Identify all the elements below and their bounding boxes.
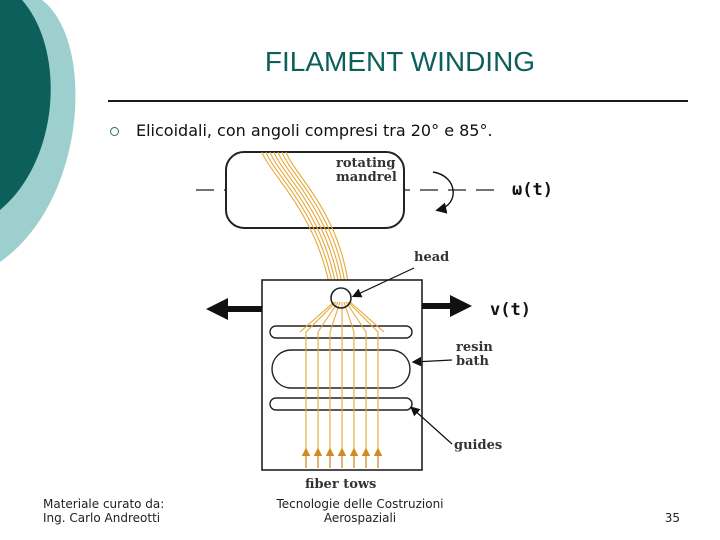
winding-head [330,287,352,309]
filament-winding-diagram [196,151,500,471]
footer-course-line1: Tecnologie delle Costruzioni [276,497,444,511]
footer-course-line2: Aerospaziali [323,511,397,525]
bullet-icon [110,127,119,136]
footer-author-line1: Materiale curato da: [43,497,165,511]
fiber-tows [299,301,385,468]
lower-guide [269,397,413,411]
label-omega: ω(t) [512,180,553,200]
label-velocity: v(t) [490,300,531,320]
left-arrow-icon [206,298,262,320]
resin-leader [411,356,453,367]
label-bath: bath [456,354,489,369]
bullet-text: Elicoidali, con angoli compresi tra 20° … [136,121,493,140]
guides-leader [410,406,453,445]
label-guides: guides [454,438,503,453]
resin-bath [271,349,411,389]
right-arrow-icon [422,295,472,317]
fiber-band [261,151,351,301]
tow-arrows [301,447,383,468]
label-head: head [414,250,450,265]
page-number: 35 [664,511,680,525]
label-fiber-tows: fiber tows [305,477,377,492]
footer-course: Tecnologie delle Costruzioni Aerospazial… [260,497,460,525]
head-leader [351,267,415,298]
slide-decoration [0,0,76,262]
label-resin: resin [456,340,493,355]
footer-author: Materiale curato da: Ing. Carlo Andreott… [43,497,164,525]
title-divider [108,100,688,102]
label-mandrel: mandrel [336,170,397,185]
rotating-mandrel [225,151,405,229]
slide-title: FILAMENT WINDING [264,46,536,77]
label-rotating: rotating [336,156,396,171]
upper-guide [269,325,413,339]
rotation-arrow-icon [432,171,454,214]
footer-author-line2: Ing. Carlo Andreotti [43,511,161,525]
